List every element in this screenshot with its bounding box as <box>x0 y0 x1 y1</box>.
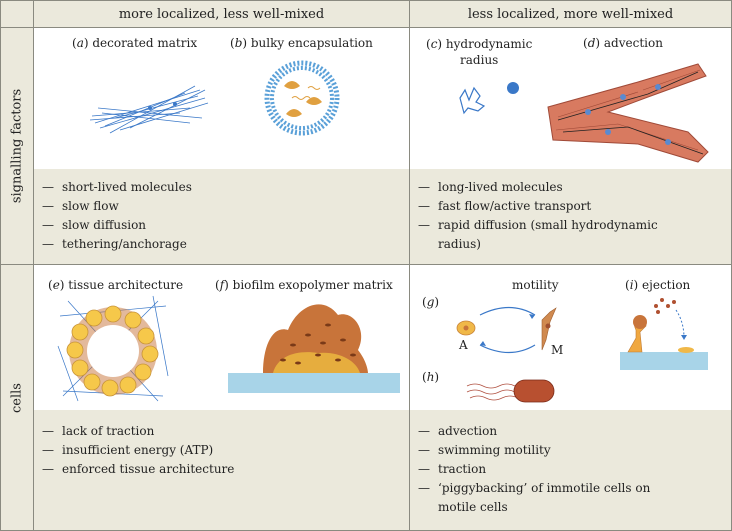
bullets-signalling-right: —long-lived molecules —fast flow/active … <box>410 169 731 264</box>
label-a: (a) decorated matrix <box>72 36 198 50</box>
ejection-illustration <box>620 298 708 370</box>
tissue-architecture-illustration <box>57 295 169 402</box>
header-right: less localized, more well-mixed <box>409 0 732 28</box>
bullet-item: —advection <box>418 424 498 438</box>
bullet-item: motile cells <box>438 500 508 514</box>
row-label-cells: cells <box>0 264 34 531</box>
bullet-item: —tethering/anchorage <box>42 237 187 251</box>
bullet-item: —long-lived molecules <box>418 180 563 194</box>
bullets-cells-right: —advection —swimming motility —traction … <box>410 410 731 530</box>
bullet-item: —short-lived molecules <box>42 180 192 194</box>
bullet-item: —traction <box>418 462 487 476</box>
bullet-item: —lack of traction <box>42 424 155 438</box>
hydrodynamic-radius-illustration <box>459 82 519 115</box>
bullet-item: —enforced tissue architecture <box>42 462 235 476</box>
encapsulation-vesicle-illustration <box>264 60 340 136</box>
bullet-item: —fast flow/active transport <box>418 199 592 213</box>
label-d: (d) advection <box>583 36 663 50</box>
swimming-bacterium-illustration <box>466 379 555 403</box>
bullet-item: radius) <box>438 237 481 251</box>
panel-signalling-left: —short-lived molecules —slow flow —slow … <box>33 27 410 265</box>
label-state-m: M <box>551 343 564 357</box>
label-g: (g) <box>422 295 440 309</box>
biofilm-illustration <box>228 304 400 393</box>
bullets-signalling-left: —short-lived molecules —slow flow —slow … <box>34 169 409 264</box>
row-label-signalling: signalling factors <box>0 27 34 265</box>
motility-illustration <box>456 306 557 354</box>
bullet-item: —‘piggybacking’ of immotile cells on <box>418 481 651 495</box>
row-label-signalling-text: signalling factors <box>9 88 25 204</box>
label-state-a: A <box>459 338 468 352</box>
decorated-matrix-illustration <box>89 85 209 134</box>
bullet-item: —slow flow <box>42 199 119 213</box>
label-i: (i) ejection <box>625 278 691 292</box>
label-e: (e) tissue architecture <box>48 278 184 292</box>
corner-cell <box>0 0 34 28</box>
bullet-item: —insufficient energy (ATP) <box>42 443 214 457</box>
label-g-title: motility <box>512 278 559 292</box>
bullets-cells-left: —lack of traction —insufficient energy (… <box>34 410 409 530</box>
bullet-item: —slow diffusion <box>42 218 147 232</box>
label-f: (f) biofilm exopolymer matrix <box>215 278 393 292</box>
label-h: (h) <box>422 370 440 384</box>
panel-cells-right: —advection —swimming motility —traction … <box>409 264 732 531</box>
blood-vessel-illustration <box>547 63 709 163</box>
bullet-item: —rapid diffusion (small hydrodynamic <box>418 218 658 232</box>
label-b: (b) bulky encapsulation <box>230 36 373 50</box>
bullet-item: —swimming motility <box>418 443 551 457</box>
header-left: more localized, less well-mixed <box>33 0 410 28</box>
row-label-cells-text: cells <box>9 382 25 413</box>
